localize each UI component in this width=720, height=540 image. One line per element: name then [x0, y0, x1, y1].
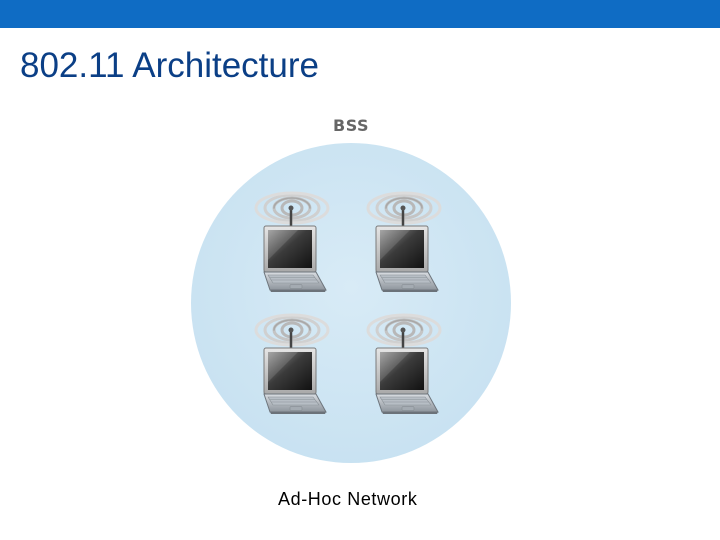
- slide-title: 802.11 Architecture: [20, 46, 319, 85]
- header-bar: [0, 0, 720, 28]
- bss-region: [191, 143, 511, 463]
- diagram-caption: Ad-Hoc Network: [278, 489, 418, 509]
- bss-label: BSS: [333, 116, 370, 135]
